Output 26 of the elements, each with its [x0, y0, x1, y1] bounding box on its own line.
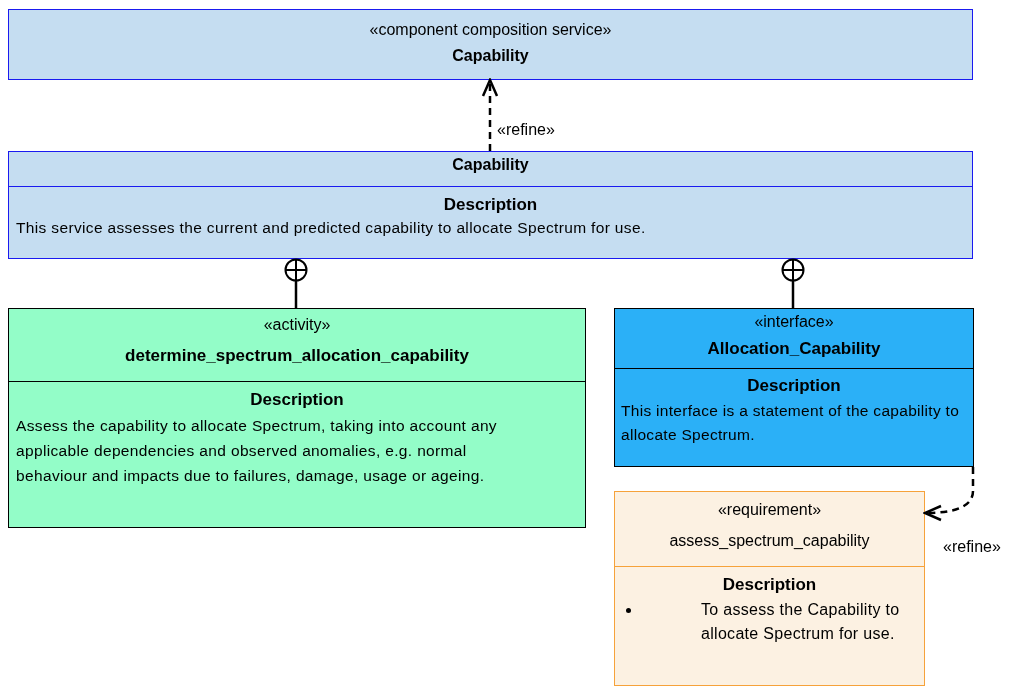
class-name: Capability — [452, 46, 529, 66]
refine-arrow — [923, 467, 975, 521]
uml-class-box — [614, 308, 974, 467]
class-name: Capability — [452, 155, 529, 175]
description-text: Assess the capability to allocate Spectrum, taking into account any applicable dependencies and observed anomalies, e.g. normal behaviour and impacts due to failures, damage, usage or ageing. — [16, 415, 498, 486]
section-heading: Description — [442, 194, 539, 216]
stereotype-label: «component composition service» — [369, 20, 612, 40]
composition-connector — [781, 258, 805, 308]
stereotype-label: «requirement» — [717, 500, 822, 520]
section-heading: Description — [249, 389, 345, 411]
uml-class-box — [8, 9, 973, 80]
bullet-text: To assess the Capability to allocate Spectrum for use. — [621, 597, 911, 646]
uml-class-box — [8, 151, 973, 259]
uml-class-box — [8, 308, 586, 528]
class-name: determine_spectrum_allocation_capability — [125, 345, 469, 367]
section-heading: Description — [721, 574, 818, 596]
section-heading: Description — [746, 375, 842, 397]
description-text: This interface is a statement of the capability to allocate Spectrum. — [621, 400, 961, 445]
refine-arrow — [481, 78, 499, 151]
class-name: Allocation_Capability — [707, 338, 881, 360]
uml-class-box — [614, 491, 925, 686]
stereotype-label: «activity» — [263, 315, 331, 335]
stereotype-label: «interface» — [754, 312, 834, 332]
composition-connector — [284, 258, 308, 308]
description-text: This service assesses the current and predicted capability to allocate Spectrum for use. — [16, 217, 647, 238]
requirement-name: assess_spectrum_capability — [669, 531, 870, 551]
